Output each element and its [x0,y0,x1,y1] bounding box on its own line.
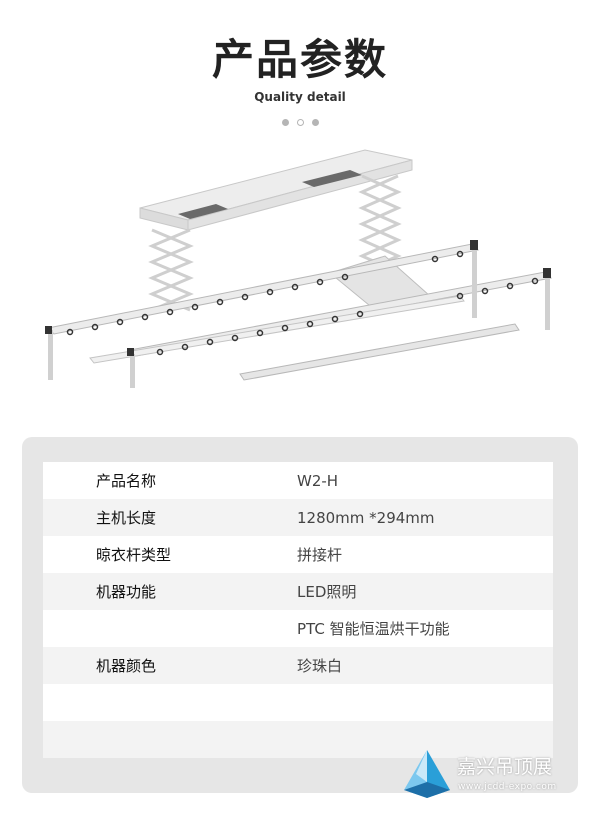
watermark-url: www.jcdd-expo.com [458,782,557,792]
spec-label: 机器功能 [96,583,157,601]
table-row: 晾衣杆类型 拼接杆 [43,536,553,573]
page-subtitle: Quality detail [254,90,346,104]
table-row: 机器颜色 珍珠白 [43,647,553,684]
drying-rails [45,240,553,388]
spec-label: 机器颜色 [96,657,157,675]
spec-value: PTC 智能恒温烘干功能 [297,620,450,638]
spec-value: LED照明 [297,583,357,601]
carousel-dot-1[interactable] [281,119,289,126]
table-row: 产品名称 W2-H [43,462,553,499]
watermark: 嘉兴吊顶展 www.jcdd-expo.com [402,746,592,806]
carousel-dot-3[interactable] [311,119,319,126]
table-row: 主机长度 1280mm *294mm [43,499,553,536]
product-image [45,149,553,388]
watermark-logo-icon [404,750,450,798]
spec-value: 拼接杆 [297,546,343,564]
carousel-dots [0,119,600,126]
spec-value: 1280mm *294mm [297,508,435,527]
spec-label: 主机长度 [96,509,157,527]
spec-value: 珍珠白 [297,657,343,675]
page-title: 产品参数 [211,35,388,84]
spec-label: 产品名称 [96,472,157,490]
main-unit [139,149,413,231]
scissor-arm-right [358,174,402,274]
carousel-dot-2[interactable] [296,119,304,126]
table-row [43,684,553,721]
scissor-arm-left [148,228,194,312]
spec-table: 产品名称 W2-H 主机长度 1280mm *294mm 晾衣杆类型 拼接杆 机… [43,462,553,758]
table-row [43,721,553,758]
table-row: 机器功能 LED照明 [43,573,553,610]
spec-value: W2-H [297,471,339,490]
table-row: PTC 智能恒温烘干功能 [43,610,553,647]
spec-label: 晾衣杆类型 [96,546,172,564]
watermark-name: 嘉兴吊顶展 [457,756,553,778]
